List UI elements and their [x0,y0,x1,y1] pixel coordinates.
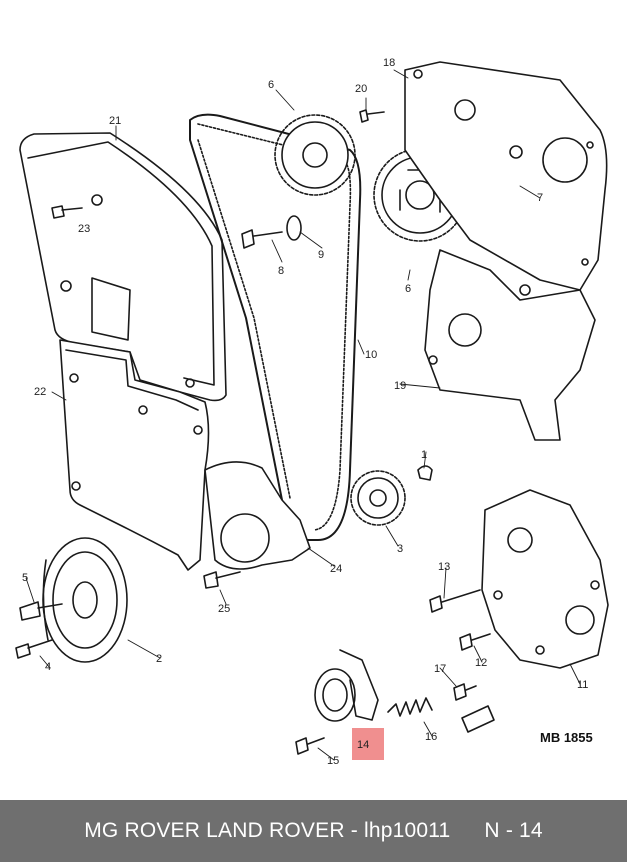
crankshaft-pulley [42,537,128,663]
callout-6-lower: 6 [405,283,411,295]
crank-backplate [204,461,311,570]
woodruff-key [417,465,433,481]
timing-belt-exploded-diagram: 1 2 3 4 5 6 6 7 8 9 10 11 12 13 14 15 16… [15,57,609,767]
tensioner-spring [387,697,433,717]
diagram-reference-code: MB 1855 [540,730,593,745]
callout-8: 8 [278,265,284,277]
callout-1: 1 [421,449,427,461]
tensioner-stud [453,683,477,701]
callout-21: 21 [109,115,121,127]
callout-3: 3 [397,543,403,555]
highlight-box [352,728,384,760]
callout-17: 17 [434,663,446,675]
pump-bolt-long [429,589,481,613]
diagram-position: N - 14 [484,819,543,842]
callout-14: 14 [357,739,369,751]
tensioner-sleeve [461,705,495,733]
callout-11: 11 [577,679,588,691]
callout-10: 10 [365,349,377,361]
callout-12: 12 [475,657,487,669]
gear-washer [286,215,302,241]
callout-23: 23 [78,223,90,235]
callout-7: 7 [537,192,543,204]
crankshaft-gear [350,470,406,526]
callout-4: 4 [45,661,51,673]
water-pump [481,489,609,669]
part-info-bar: MG ROVER LAND ROVER - lhp10011 N - 14 [0,800,627,862]
rear-plate-bolt [359,109,385,123]
callout-19: 19 [394,380,406,392]
callout-24: 24 [330,563,342,575]
callout-5: 5 [22,572,28,584]
callout-2: 2 [156,653,162,665]
gear-bolt [241,229,283,249]
backplate-bolt [203,571,241,589]
callout-9: 9 [318,249,324,261]
callout-15: 15 [327,755,339,767]
callout-labels: 1 2 3 4 5 6 6 7 8 9 10 11 12 13 14 15 16… [22,57,588,767]
cover-bolt [51,205,83,219]
tensioner-bolt [295,737,325,755]
lower-timing-cover [59,339,210,571]
lower-rear-plate [424,249,596,441]
rear-timing-plate [404,61,608,291]
crankshaft-bolt [19,601,63,621]
callout-22: 22 [34,386,46,398]
callout-6-upper: 6 [268,79,274,91]
callout-20: 20 [355,83,367,95]
callout-13: 13 [438,561,450,573]
camshaft-gear-upper [274,114,356,196]
brand-part-number: MG ROVER LAND ROVER - lhp10011 [84,819,451,842]
callout-18: 18 [383,57,395,69]
callout-25: 25 [218,603,230,615]
callout-16: 16 [425,731,437,743]
belt-tensioner [314,649,379,722]
pulley-bolt [15,639,53,659]
pump-bolt-short [459,633,491,651]
